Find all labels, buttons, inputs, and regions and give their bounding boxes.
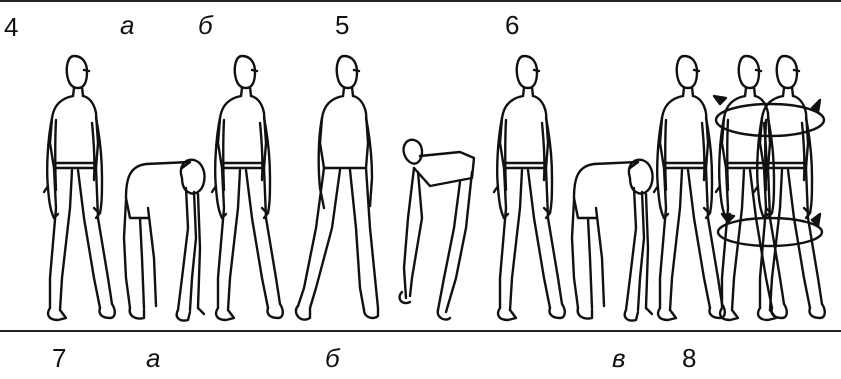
figure-bent-1 xyxy=(124,160,205,321)
figure-standing-3 xyxy=(494,56,565,320)
figure-bent-2 xyxy=(572,160,653,321)
figure-standing-2 xyxy=(212,56,283,320)
figure-twist-left xyxy=(716,56,787,320)
figure-twist-right xyxy=(754,56,825,320)
figure-striding xyxy=(296,56,378,320)
figure-standing-1 xyxy=(44,56,115,320)
figure-reaching xyxy=(400,140,474,320)
